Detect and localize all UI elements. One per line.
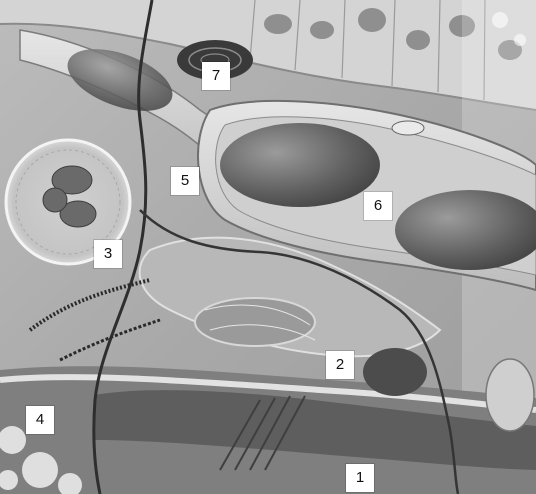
- label-5: 5: [171, 167, 199, 195]
- label-4: 4: [26, 406, 54, 434]
- label-7: 7: [202, 62, 230, 90]
- label-6: 6: [364, 192, 392, 220]
- label-3: 3: [94, 240, 122, 268]
- label-1: 1: [346, 464, 374, 492]
- label-2: 2: [326, 351, 354, 379]
